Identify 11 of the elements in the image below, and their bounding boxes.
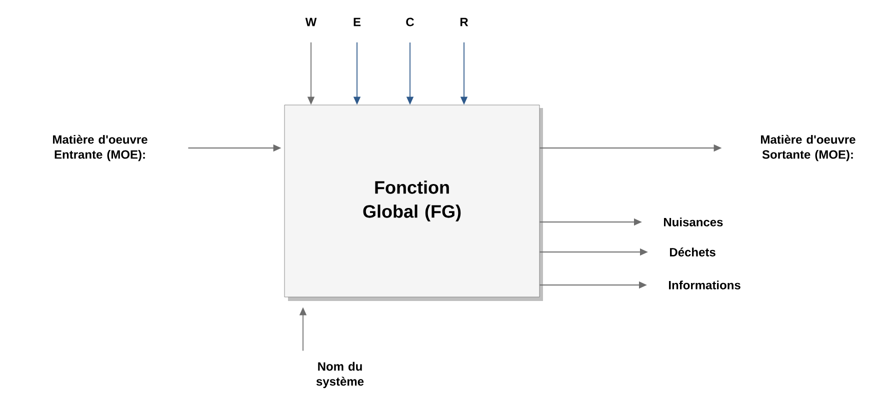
- output-label: Informations: [669, 280, 740, 290]
- input-label: R: [460, 18, 468, 26]
- flow-label: Matière d'oeuvre Sortante (MOE):: [761, 134, 856, 162]
- input-label: C: [406, 18, 414, 26]
- output-label: Nuisances: [664, 218, 723, 226]
- flow-label: Matière d'oeuvre Entrante (MOE):: [53, 134, 148, 162]
- output-label: Déchets: [670, 248, 716, 256]
- input-label: E: [354, 18, 361, 26]
- function-box: Fonction Global (FG): [284, 104, 543, 301]
- system-label: Nom du système: [316, 362, 364, 388]
- input-label: W: [305, 18, 317, 26]
